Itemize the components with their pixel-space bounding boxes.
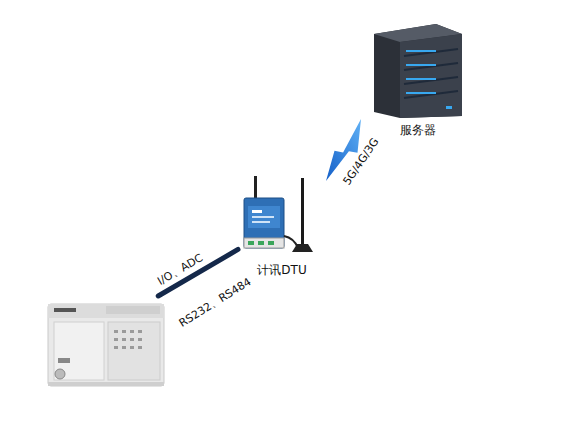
device-label: 计讯DTU	[238, 262, 326, 279]
device-node	[46, 296, 168, 390]
device-node: 计讯DTU	[238, 176, 326, 278]
interface-label: RS232、RS484	[176, 274, 254, 330]
dtu-illustration	[238, 176, 326, 258]
plc-illustration	[46, 296, 168, 390]
device-label: 服务器	[366, 122, 470, 139]
device-node: 服务器	[366, 20, 470, 142]
server-illustration	[366, 20, 466, 120]
link-label: 5G/4G/3G	[340, 136, 381, 188]
link-label: I/O、ADC	[155, 250, 206, 288]
